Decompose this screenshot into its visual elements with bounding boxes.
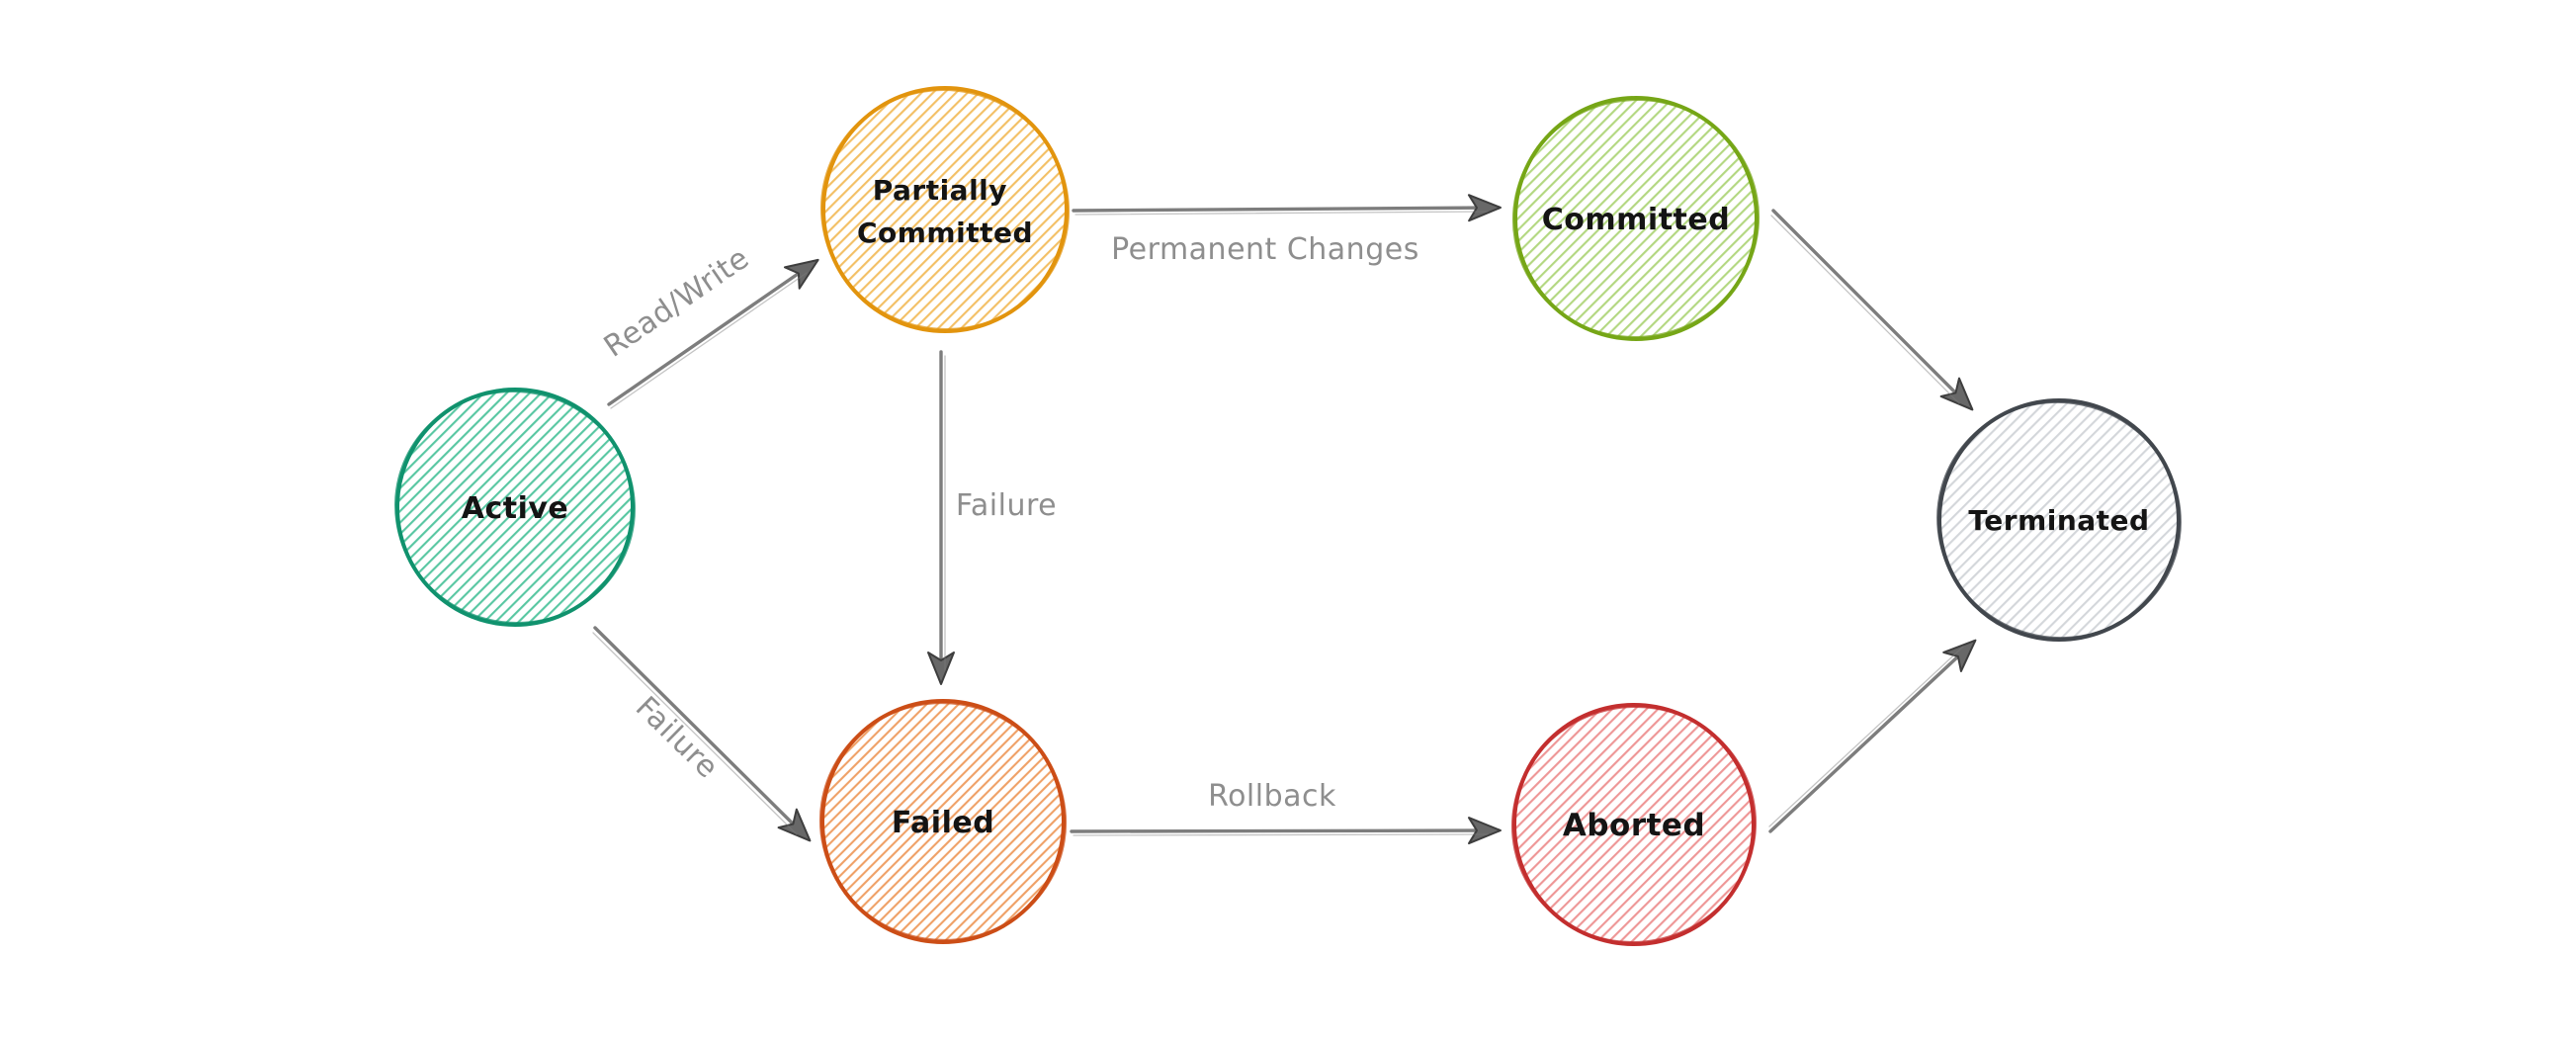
node-failed-sketch-ring: [818, 701, 1068, 942]
node-aborted: Aborted: [1510, 703, 1758, 946]
arrow-sketch-echo: [1768, 646, 1964, 827]
node-active-sketch-ring: [394, 390, 636, 625]
arrow-sketch-echo: [1073, 833, 1489, 836]
node-active: Active: [394, 388, 636, 627]
node-terminated-circle: [1937, 398, 2181, 642]
node-failed-label: Failed: [892, 806, 994, 840]
edge-active-to-failed: Failure: [592, 626, 812, 842]
arrow-sketch-echo: [610, 272, 808, 409]
node-active-label: Active: [462, 491, 569, 526]
nodes-layer: Active Partially Committed Committed Fai…: [394, 86, 2182, 946]
edge-label-failure-diagonal: Failure: [629, 690, 725, 786]
edge-failed-to-aborted: Rollback: [1070, 779, 1502, 845]
node-committed-circle: [1513, 96, 1759, 341]
edge-label-rollback: Rollback: [1208, 779, 1336, 814]
arrow-sketch-echo: [592, 632, 798, 835]
node-failed: Failed: [818, 699, 1068, 944]
edge-label-read-write: Read/Write: [598, 241, 756, 365]
node-terminated-sketch-ring: [1936, 400, 2182, 640]
node-active-circle: [395, 388, 635, 627]
node-committed-sketch-ring: [1511, 98, 1760, 339]
node-terminated-label: Terminated: [1968, 504, 2149, 537]
arrow-sketch-echo: [1770, 215, 1960, 404]
node-aborted-circle: [1512, 703, 1756, 946]
arrow-aborted-to-terminated: [1768, 639, 1977, 833]
edge-partially-committed-to-failed: Failure: [927, 350, 1057, 685]
node-partially-committed-label: Partially Committed: [857, 174, 1033, 249]
node-partially-committed: Partially Committed: [819, 86, 1071, 333]
node-aborted-sketch-ring: [1510, 705, 1758, 944]
edges-layer: Read/Write Permanent Changes Failure Fai…: [592, 194, 1977, 845]
node-partially-committed-circle: [821, 86, 1069, 333]
edge-label-permanent-changes: Permanent Changes: [1111, 232, 1419, 267]
arrow-active-to-partially-committed: [607, 258, 819, 406]
node-terminated: Terminated: [1936, 398, 2182, 642]
arrow-sketch-echo: [1074, 211, 1489, 216]
arrow-failed-to-aborted: [1070, 817, 1502, 845]
edge-committed-to-terminated: [1770, 209, 1974, 411]
arrow-active-to-failed: [593, 626, 812, 842]
arrow-partially-committed-to-committed: [1072, 194, 1502, 222]
node-committed-label: Committed: [1542, 203, 1730, 237]
edge-aborted-to-terminated: [1768, 639, 1977, 833]
edge-active-to-partially-committed: Read/Write: [598, 241, 819, 409]
edge-partially-committed-to-committed: Permanent Changes: [1072, 194, 1502, 267]
edge-label-failure-vertical: Failure: [956, 488, 1057, 523]
node-failed-circle: [820, 699, 1066, 944]
node-committed: Committed: [1511, 96, 1760, 341]
node-partially-committed-sketch-ring: [819, 88, 1071, 331]
arrow-committed-to-terminated: [1771, 209, 1974, 411]
node-aborted-label: Aborted: [1563, 808, 1705, 843]
